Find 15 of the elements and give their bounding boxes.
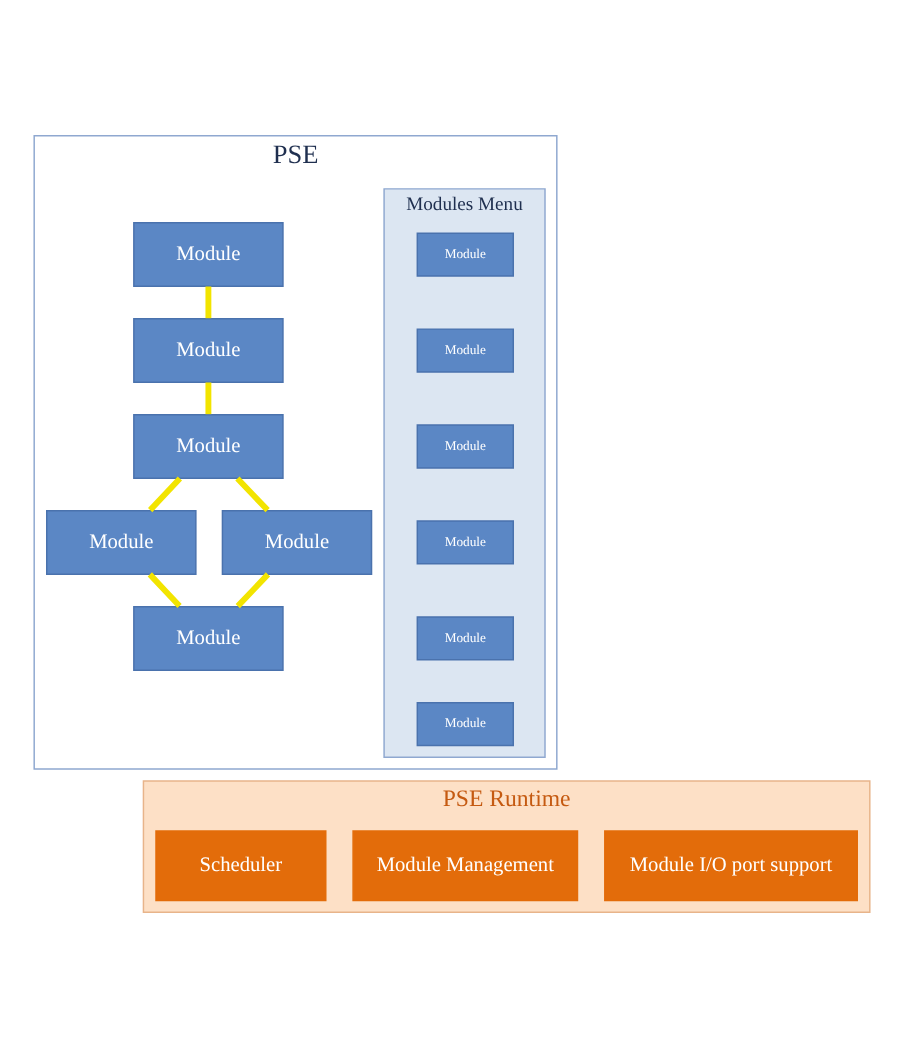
- node-box: Module: [133, 318, 284, 383]
- node-box: Module: [133, 222, 284, 288]
- connector: [235, 476, 270, 513]
- connector: [147, 572, 182, 609]
- connector: [205, 382, 212, 415]
- node-box: Module Management: [352, 830, 579, 902]
- node-box: Module I/O port support: [604, 830, 858, 902]
- node-box: Scheduler: [155, 830, 327, 902]
- node-box: Module: [46, 509, 197, 575]
- node-box: Module: [133, 605, 284, 671]
- connector: [235, 572, 271, 609]
- node-box: Module: [221, 509, 373, 575]
- connector: [148, 476, 183, 513]
- node-box: Module: [133, 414, 284, 479]
- connector: [205, 286, 212, 319]
